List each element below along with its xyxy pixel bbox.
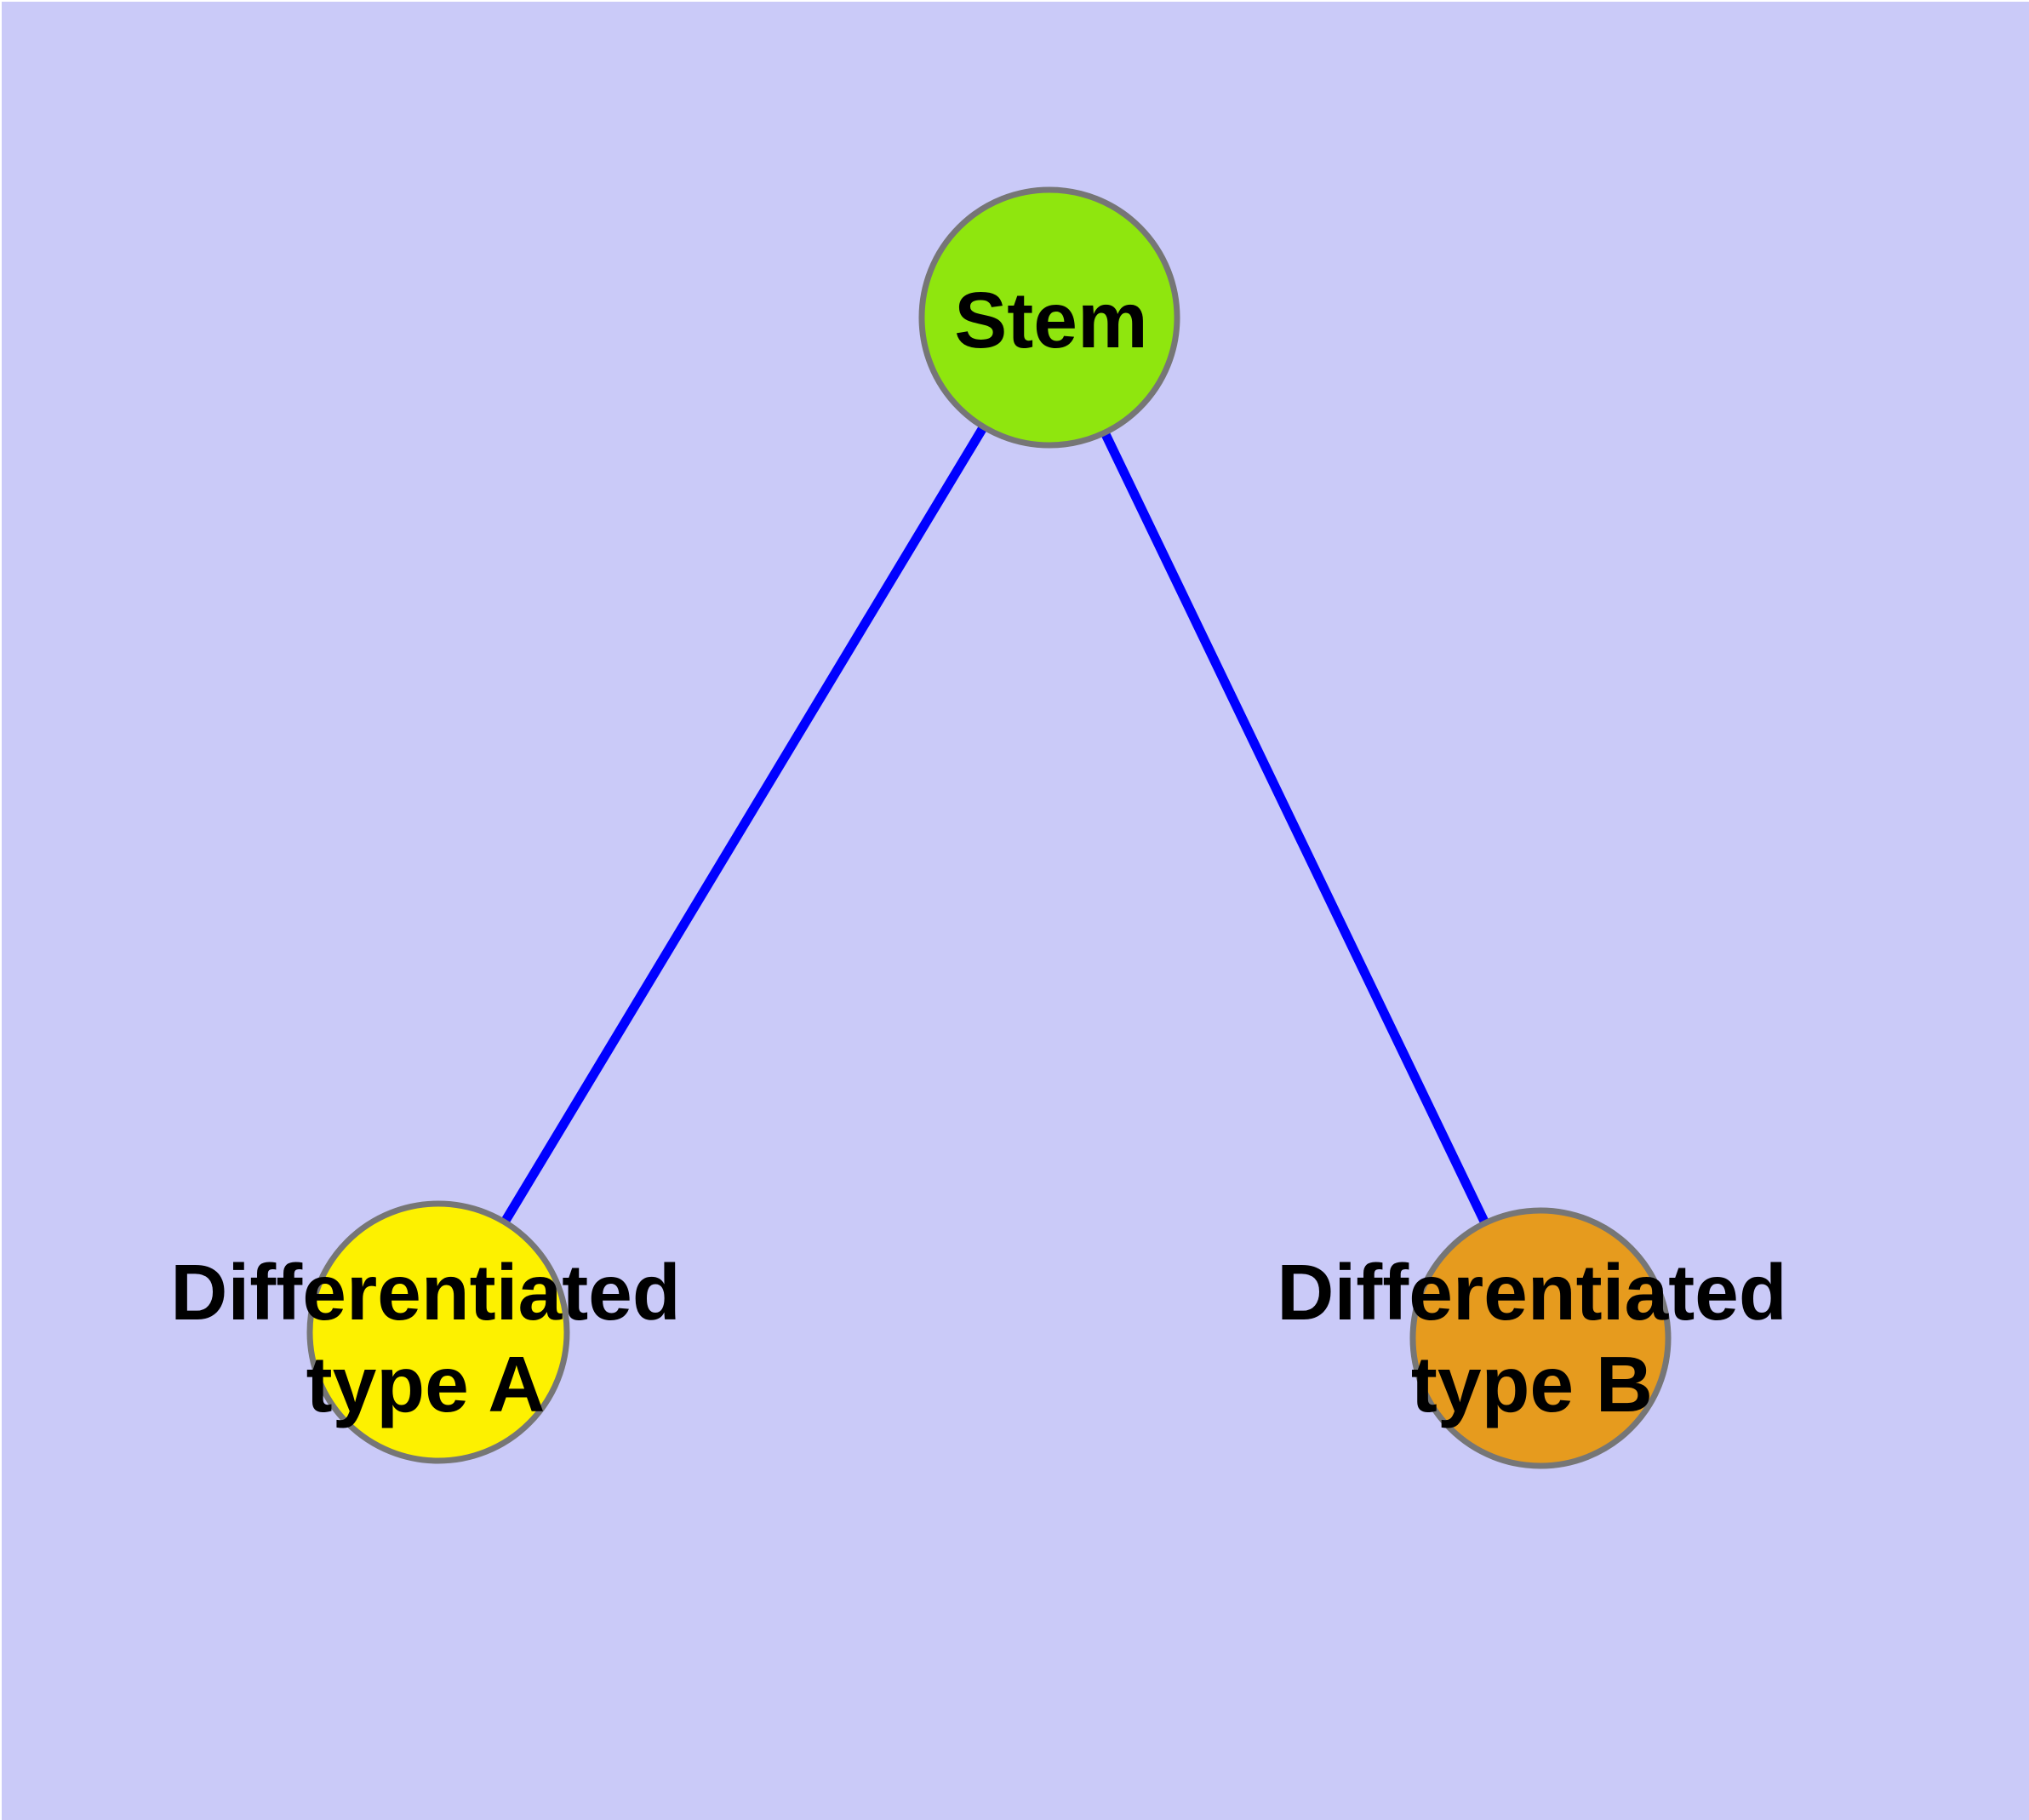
node-differentiated-type-a: Differentiated type A [170, 1200, 681, 1464]
node-stem-circle [918, 186, 1180, 449]
edge-stem-to-type-b [1045, 315, 1545, 1341]
node-type-b-circle [1409, 1207, 1672, 1469]
node-stem: Stem [918, 186, 1180, 449]
node-type-a-label-line1: Differentiated [170, 1248, 680, 1336]
node-differentiated-type-b: Differentiated type B [1277, 1207, 1787, 1469]
edge-stem-to-type-a [434, 315, 1054, 1335]
node-type-b-label-line1: Differentiated [1277, 1248, 1786, 1336]
node-stem-label: Stem [954, 276, 1147, 364]
node-type-a-circle [306, 1200, 570, 1464]
node-type-a-label-line2: type A [306, 1340, 546, 1428]
node-type-b-label-line2: type B [1411, 1340, 1653, 1428]
